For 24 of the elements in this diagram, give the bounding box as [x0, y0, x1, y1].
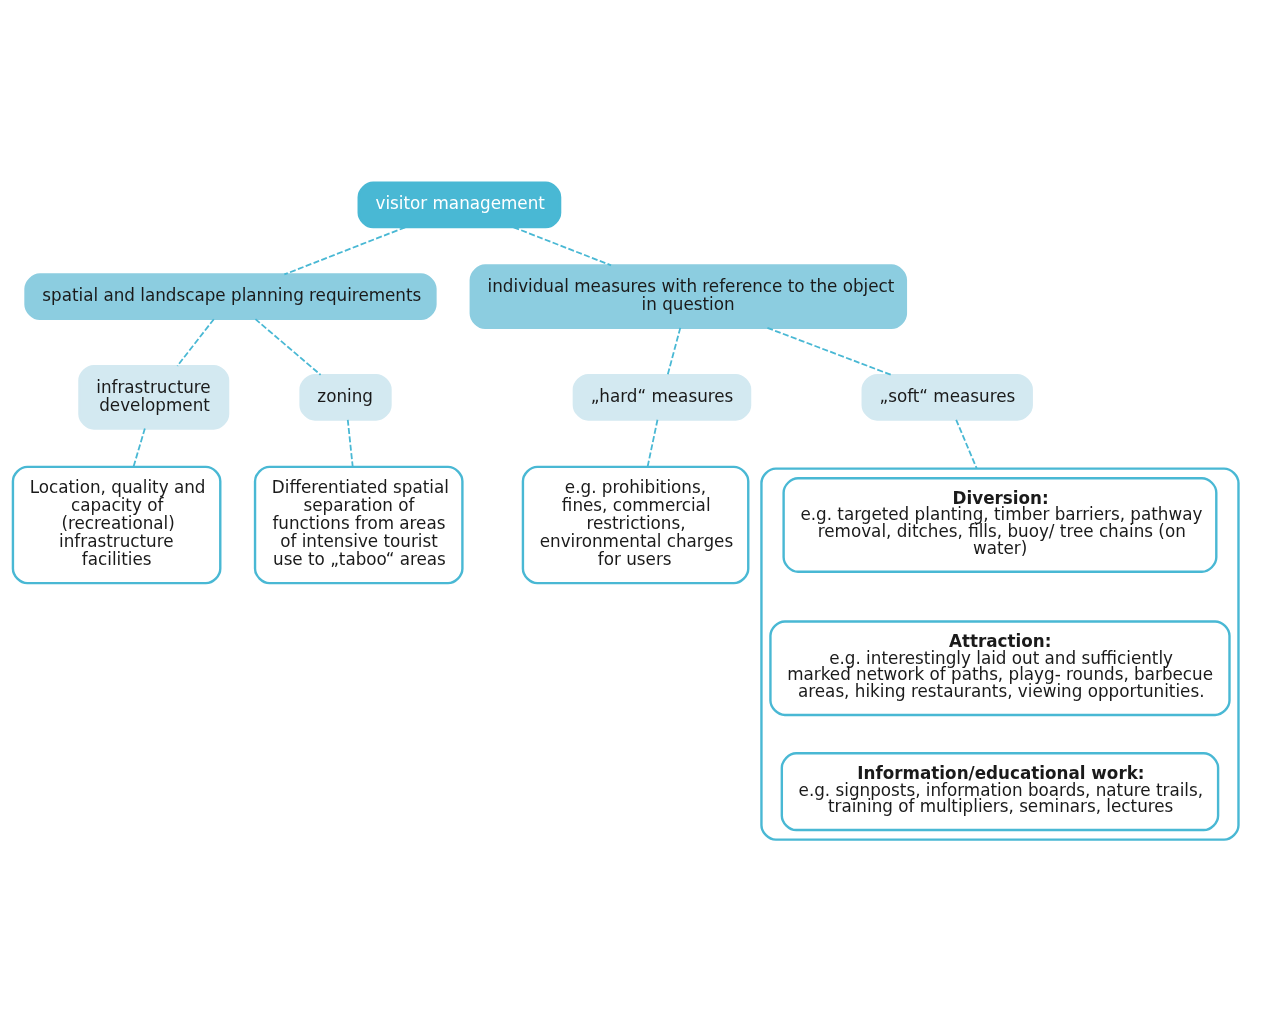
connector: [766, 326, 893, 376]
node-box: „soft“ measures: [861, 373, 1033, 421]
node-box: Differentiated spatial separation of functions from areas of intensive tourist use to „taboo“ areas: [253, 465, 464, 584]
connector: [346, 418, 354, 468]
node-box: zoning: [299, 373, 392, 421]
connector: [254, 317, 322, 376]
connector: [132, 427, 146, 467]
node-box: individual measures with reference to the object in question: [469, 263, 908, 329]
node-box: Diversion: e.g. targeted planting, timber barriers, pathway removal, ditches, fills, buoy/ tree chains (on water): [782, 476, 1218, 573]
node-box: visitor management: [357, 181, 562, 228]
node-box: e.g. prohibitions, fines, commercial restrictions, environmental charges for users: [521, 465, 750, 584]
connector: [666, 326, 682, 376]
node-box: infrastructure development: [78, 364, 230, 430]
cluster: [760, 466, 1240, 841]
node-box: Information/educational work: e.g. signposts, information boards, nature trails, training of multipliers, seminars, lectures: [780, 751, 1220, 831]
node-box: Attraction: e.g. interestingly laid out and sufficiently marked network of paths, playg- rounds, barbecue areas, hiking restaurants, viewing opportunities.: [769, 619, 1231, 716]
connector: [176, 317, 215, 367]
connector: [955, 418, 978, 470]
node-box: Location, quality and capacity of (recreational) infrastructure facilities: [11, 465, 222, 584]
node-box: spatial and landscape planning requirements: [24, 272, 437, 320]
node-box: „hard“ measures: [572, 373, 752, 421]
connector: [512, 225, 612, 266]
connector: [283, 225, 407, 275]
connector: [646, 418, 659, 468]
